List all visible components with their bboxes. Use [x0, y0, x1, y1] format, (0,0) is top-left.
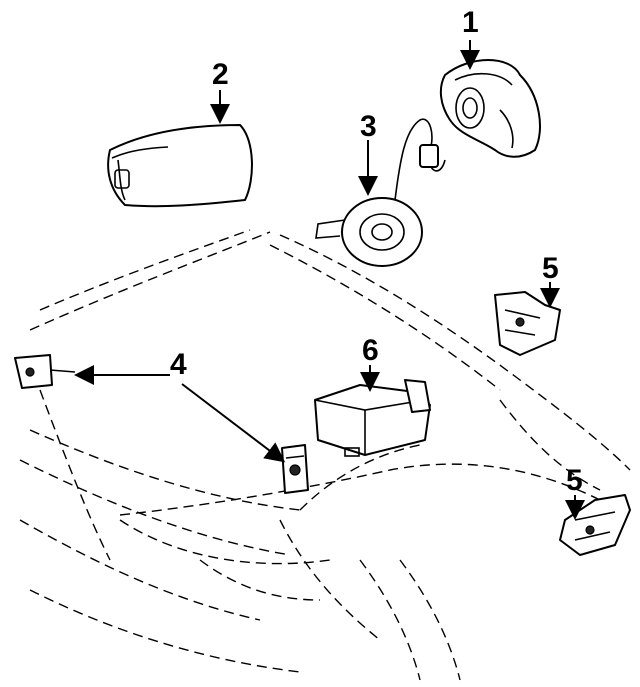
- clock-spring: [315, 118, 446, 267]
- airbag-control-module: [314, 379, 431, 457]
- callout-3: 3: [360, 110, 377, 143]
- callout-5-lower: 5: [566, 464, 583, 497]
- callout-6: 6: [362, 334, 379, 367]
- vehicle-body-outline: [19, 229, 631, 681]
- front-impact-sensor-right: [281, 444, 309, 494]
- callout-4: 4: [170, 348, 187, 381]
- steering-wheel-airbag-module: [439, 59, 541, 158]
- front-impact-sensor-left: [14, 354, 76, 389]
- leader-lines: [74, 40, 585, 520]
- side-impact-sensor-lower: [559, 494, 631, 556]
- callout-1: 1: [462, 6, 479, 39]
- callout-2: 2: [212, 58, 229, 91]
- callout-5-upper: 5: [542, 252, 559, 285]
- passenger-airbag: [107, 124, 253, 208]
